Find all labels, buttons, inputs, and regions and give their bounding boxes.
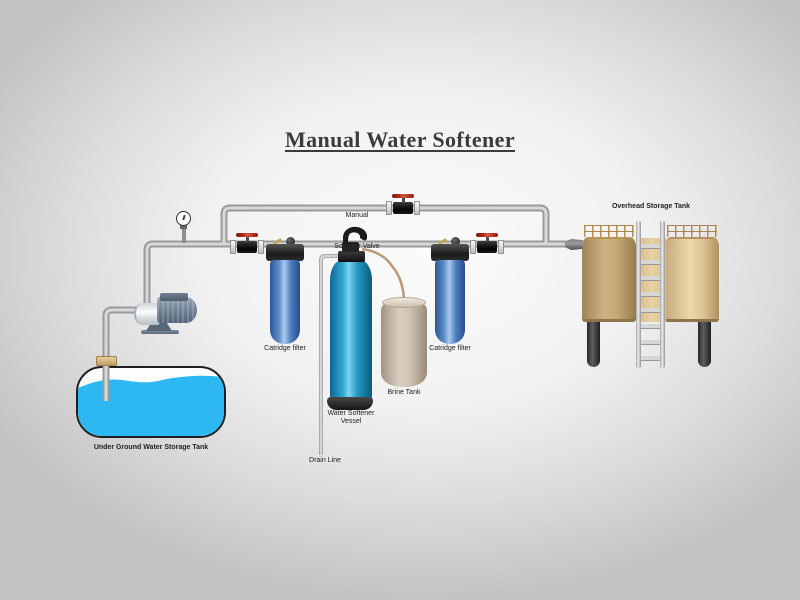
brine-tube [361,247,406,304]
inlet-valve [230,232,264,259]
brine-tank-body [381,302,427,387]
filter-cap [266,244,304,261]
ladder-rail-right [660,221,665,368]
tank-railing-left [584,225,634,237]
valve-body [477,241,497,253]
overhead-tank-right [665,237,719,322]
tank-pipe-collar [96,356,117,366]
water-softener-vessel [315,224,385,416]
diagram-title: Manual Water Softener [284,127,515,152]
brine-tank [378,294,430,400]
bypass-valve [386,193,420,220]
valve-handle [476,233,498,237]
ladder-rail-left [636,221,641,368]
underground-storage-tank [76,366,226,438]
pump-terminal-box [160,293,188,301]
filter-body [435,260,465,344]
water-softener-vessel-label: Water Softener Vessel [327,410,375,425]
valve-handle [236,233,258,237]
manual-bypass-label: Manual [345,212,369,219]
valve-body [393,202,413,214]
overhead-storage-tank-assembly [560,198,736,370]
filter-knob [286,237,295,246]
pump-motor [157,297,197,323]
underground-tank-label: Under Ground Water Storage Tank [93,444,209,451]
water-pump [100,288,200,338]
gauge-nut [180,225,187,229]
valve-stem [485,236,489,242]
cartridge-filter-left [265,236,305,354]
pump-casing [134,303,160,325]
ladder [634,221,667,368]
softener-valve-head-base [338,251,365,262]
valve-flange [498,240,504,254]
outlet-valve [470,232,504,259]
valve-flange [230,240,236,254]
overhead-tank-label: Overhead Storage Tank [611,203,691,210]
valve-flange [470,240,476,254]
cartridge-filter-right [430,236,470,354]
valve-flange [386,201,392,215]
cartridge-filter-left-label: Catridge filter [264,345,306,352]
tank-leg-right [698,322,711,367]
softener-valve-label: Softener Valve [334,243,380,250]
brine-tank-label: Brine Tank [387,389,421,396]
softener-valve-spout [343,226,368,244]
pump-foot [141,330,179,334]
tank-inlet-nozzle [565,239,583,250]
ladder-rungs [637,233,664,365]
pressure-gauge [176,211,191,226]
valve-stem [245,236,249,242]
filter-knob [451,237,460,246]
vessel-base [327,397,373,410]
cartridge-filter-right-label: Catridge filter [429,345,471,352]
softener-valve-head-neck [342,242,359,252]
vessel-body [330,260,372,402]
filter-body [270,260,300,344]
valve-flange [414,201,420,215]
valve-flange [258,240,264,254]
overhead-tank-left [582,237,636,322]
valve-handle [392,194,414,198]
valve-body [237,241,257,253]
tank-leg-left [587,322,600,367]
pump-base [146,322,172,331]
valve-stem [401,197,405,203]
brine-tank-lid [382,297,426,308]
drain-line-label: Drain Line [309,457,341,464]
tank-water [78,375,224,436]
tank-railing-right [667,225,717,237]
filter-cap [431,244,469,261]
